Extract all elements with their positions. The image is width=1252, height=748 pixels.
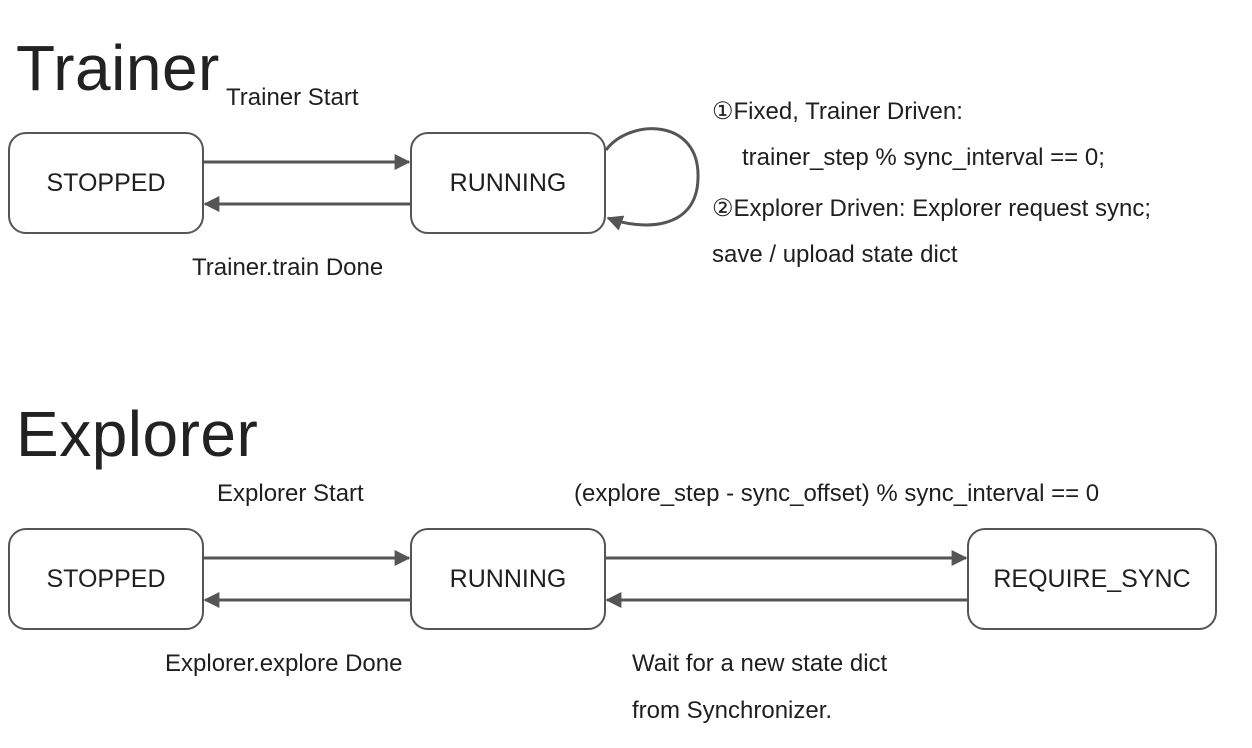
explorer-start-label: Explorer Start <box>217 480 364 507</box>
explorer-done-label: Explorer.explore Done <box>165 650 403 677</box>
trainer-note-line-1: ①Fixed, Trainer Driven: <box>712 98 963 125</box>
explorer-stopped-state: STOPPED <box>8 528 204 630</box>
explorer-title: Explorer <box>16 398 259 470</box>
explorer-sync-condition-label: (explore_step - sync_offset) % sync_inte… <box>574 480 1100 507</box>
explorer-wait-line-1: Wait for a new state dict <box>632 650 888 677</box>
trainer-note-line-3: ②Explorer Driven: Explorer request sync; <box>712 195 1152 222</box>
explorer-require-sync-label: REQUIRE_SYNC <box>993 564 1191 593</box>
trainer-self-loop-arrow <box>604 127 700 231</box>
trainer-stopped-state: STOPPED <box>8 132 204 234</box>
explorer-wait-line-2: from Synchronizer. <box>632 697 833 724</box>
explorer-running-state: RUNNING <box>410 528 606 630</box>
explorer-running-label: RUNNING <box>449 564 567 593</box>
trainer-running-state: RUNNING <box>410 132 606 234</box>
explorer-require-sync-state: REQUIRE_SYNC <box>967 528 1217 630</box>
trainer-note-line-2: trainer_step % sync_interval == 0; <box>742 144 1105 171</box>
trainer-start-label: Trainer Start <box>226 84 359 111</box>
explorer-stopped-label: STOPPED <box>46 564 166 593</box>
trainer-running-label: RUNNING <box>449 168 567 197</box>
trainer-note-line-4: save / upload state dict <box>712 241 958 268</box>
trainer-stopped-label: STOPPED <box>46 168 166 197</box>
trainer-title: Trainer <box>16 32 220 104</box>
trainer-done-label: Trainer.train Done <box>192 254 384 281</box>
